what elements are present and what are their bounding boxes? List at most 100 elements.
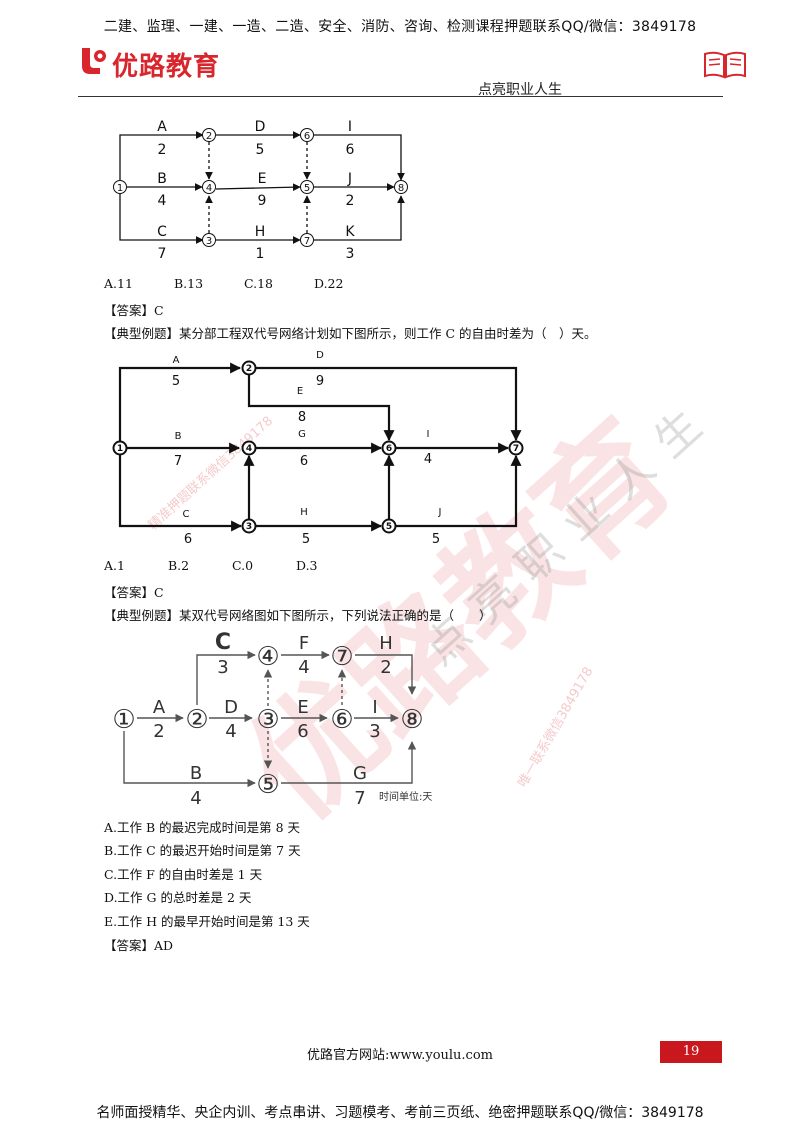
q3-option-e: E.工作 H 的最早开始时间是第 13 天 — [104, 914, 310, 929]
q1-option-b: B.13 — [174, 276, 204, 291]
q1-node-3 — [202, 233, 216, 247]
svg-text:6: 6 — [300, 454, 308, 469]
svg-text:2: 2 — [380, 657, 391, 678]
svg-text:H: H — [300, 507, 308, 518]
q3-option-b: B.工作 C 的最迟开始时间是第 7 天 — [104, 843, 301, 858]
svg-text:8: 8 — [398, 183, 404, 194]
q3-option-c: C.工作 F 的自由时差是 1 天 — [104, 867, 263, 882]
q2-node-7 — [508, 440, 524, 456]
q2-answer: 【答案】C — [104, 585, 164, 600]
book-icon — [704, 51, 746, 79]
q1-answer: 【答案】C — [104, 303, 164, 318]
svg-text:6: 6 — [346, 142, 355, 158]
q1-node-5 — [300, 180, 314, 194]
svg-text:5: 5 — [172, 374, 180, 389]
q2-node-3 — [241, 518, 257, 534]
svg-text:3: 3 — [346, 246, 355, 262]
svg-text:4: 4 — [298, 657, 309, 678]
svg-text:7: 7 — [174, 454, 182, 469]
q2-node-5 — [381, 518, 397, 534]
q2-option-c: C.0 — [232, 558, 254, 573]
q1-option-c: C.18 — [244, 276, 273, 291]
svg-text:H: H — [379, 633, 393, 654]
q1-node-8 — [394, 180, 408, 194]
svg-text:3: 3 — [246, 522, 252, 532]
svg-text:8: 8 — [298, 410, 306, 425]
q2-node-6 — [381, 440, 397, 456]
q2-option-a: A.1 — [104, 558, 125, 573]
q1-node-7 — [300, 233, 314, 247]
svg-text:5: 5 — [256, 142, 265, 158]
logo-text: 优路教育 — [112, 52, 221, 82]
q1-network-diagram: 1 2 3 4 5 6 7 8 A 2 B 4 C 7 D 5 E 9 H 1 … — [113, 119, 408, 262]
svg-text:A: A — [153, 697, 166, 718]
svg-text:I: I — [372, 697, 377, 718]
svg-text:3: 3 — [369, 721, 380, 742]
q3-option-d: D.工作 G 的总时差是 2 天 — [104, 890, 252, 905]
q1-option-d: D.22 — [314, 276, 344, 291]
svg-text:6: 6 — [297, 721, 308, 742]
svg-text:3: 3 — [217, 657, 228, 678]
q1-node-6 — [300, 128, 314, 142]
q1-node-1 — [113, 180, 127, 194]
svg-text:⑧: ⑧ — [400, 705, 423, 735]
svg-text:9: 9 — [258, 193, 267, 209]
svg-text:2: 2 — [346, 193, 355, 209]
svg-text:1: 1 — [256, 246, 265, 262]
header-rule — [78, 96, 723, 97]
svg-text:5: 5 — [432, 532, 440, 547]
svg-text:4: 4 — [190, 788, 201, 809]
top-banner: 二建、监理、一建、一造、二造、安全、消防、咨询、检测课程押题联系QQ/微信：38… — [103, 19, 697, 35]
q2-option-d: D.3 — [296, 558, 318, 573]
svg-text:B: B — [157, 171, 167, 187]
q3-stem: 【典型例题】某双代号网络图如下图所示，下列说法正确的是（ ） — [104, 608, 492, 623]
svg-text:③: ③ — [256, 705, 279, 735]
svg-text:F: F — [299, 633, 309, 654]
svg-text:5: 5 — [386, 522, 392, 532]
svg-text:3: 3 — [206, 236, 212, 247]
q3-option-a: A.工作 B 的最迟完成时间是第 8 天 — [104, 820, 301, 835]
svg-text:1: 1 — [117, 444, 123, 454]
svg-text:4: 4 — [246, 444, 252, 454]
svg-text:D: D — [255, 119, 266, 135]
q3-answer: 【答案】AD — [104, 938, 174, 953]
svg-text:5: 5 — [302, 532, 310, 547]
svg-text:⑥: ⑥ — [330, 705, 353, 735]
svg-text:B: B — [190, 763, 202, 784]
svg-text:J: J — [347, 171, 352, 187]
svg-text:4: 4 — [158, 193, 167, 209]
svg-text:E: E — [297, 697, 308, 718]
svg-text:7: 7 — [354, 788, 365, 809]
svg-text:A: A — [157, 119, 167, 135]
q2-node-4 — [241, 440, 257, 456]
q1-node-4 — [202, 180, 216, 194]
svg-text:C: C — [215, 630, 231, 655]
q2-stem: 【典型例题】某分部工程双代号网络计划如下图所示，则工作 C 的自由时差为（ ）天… — [104, 326, 597, 341]
svg-text:6: 6 — [304, 131, 310, 142]
svg-text:C: C — [157, 224, 167, 240]
q3-unit-label: 时间单位:天 — [379, 790, 432, 803]
svg-text:A: A — [173, 355, 180, 366]
q3-network-diagram: ① ② ③ ④ ⑤ ⑥ ⑦ ⑧ A 2 B 4 C 3 D 4 E 6 F 4 … — [112, 630, 432, 809]
svg-text:C: C — [183, 509, 190, 520]
svg-text:E: E — [297, 386, 303, 397]
svg-text:5: 5 — [304, 183, 310, 194]
svg-text:D: D — [316, 350, 324, 361]
svg-text:2: 2 — [206, 131, 212, 142]
slogan: 点亮职业人生 — [478, 82, 562, 98]
svg-text:4: 4 — [424, 452, 432, 467]
svg-text:E: E — [258, 171, 267, 187]
svg-text:⑦: ⑦ — [330, 642, 353, 672]
svg-text:H: H — [255, 224, 266, 240]
svg-text:G: G — [353, 763, 367, 784]
watermark-contact-2: 唯一联系微信3849178 — [515, 665, 596, 790]
svg-text:9: 9 — [316, 374, 324, 389]
svg-text:J: J — [438, 507, 442, 518]
svg-text:I: I — [348, 119, 352, 135]
q2-node-2 — [241, 360, 257, 376]
page-number: 19 — [660, 1041, 722, 1063]
svg-text:2: 2 — [246, 364, 252, 374]
svg-text:K: K — [345, 224, 355, 240]
svg-text:6: 6 — [184, 532, 192, 547]
svg-text:⑤: ⑤ — [256, 770, 279, 800]
